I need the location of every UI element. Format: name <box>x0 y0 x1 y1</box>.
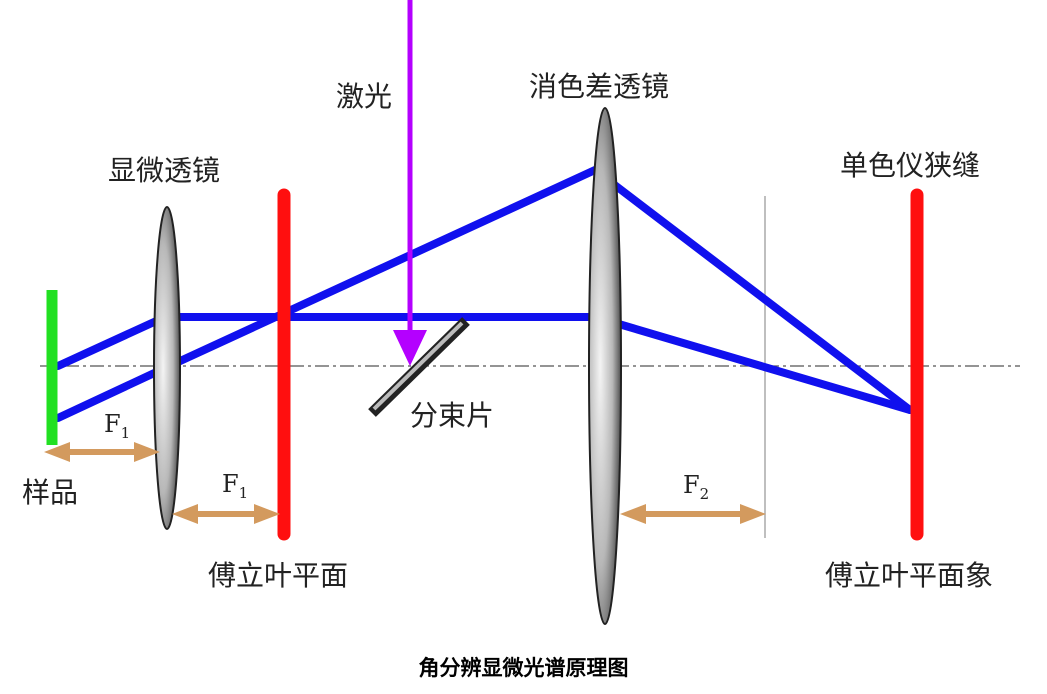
label-beam-splitter: 分束片 <box>410 399 494 432</box>
label-focal-1a: F1 <box>104 410 130 442</box>
ray-parallel <box>54 313 914 414</box>
label-achromatic-lens: 消色差透镜 <box>529 70 669 103</box>
focal-arrows <box>44 442 766 524</box>
label-focal-2: F2 <box>683 471 709 503</box>
beam-splitter-highlight <box>372 321 464 411</box>
label-fourier-plane: 傅立叶平面 <box>208 559 348 592</box>
light-rays <box>54 166 914 422</box>
ray-oblique <box>54 166 914 422</box>
laser-arrowhead <box>393 330 427 366</box>
label-microscope-lens: 显微透镜 <box>108 154 220 187</box>
label-slit: 单色仪狭缝 <box>840 149 980 182</box>
achromatic-lens <box>588 107 622 625</box>
label-laser: 激光 <box>336 80 392 113</box>
label-sample: 样品 <box>22 476 78 509</box>
label-focal-1b: F1 <box>222 470 248 502</box>
focal-arrow-sample-lens <box>44 442 160 462</box>
focal-arrow-lens-slit <box>620 504 766 524</box>
diagram-caption: 角分辨显微光谱原理图 <box>418 656 629 680</box>
focal-arrow-lens-fourier <box>172 504 280 524</box>
microscope-lens <box>153 206 181 530</box>
label-fourier-image: 傅立叶平面象 <box>825 559 993 592</box>
